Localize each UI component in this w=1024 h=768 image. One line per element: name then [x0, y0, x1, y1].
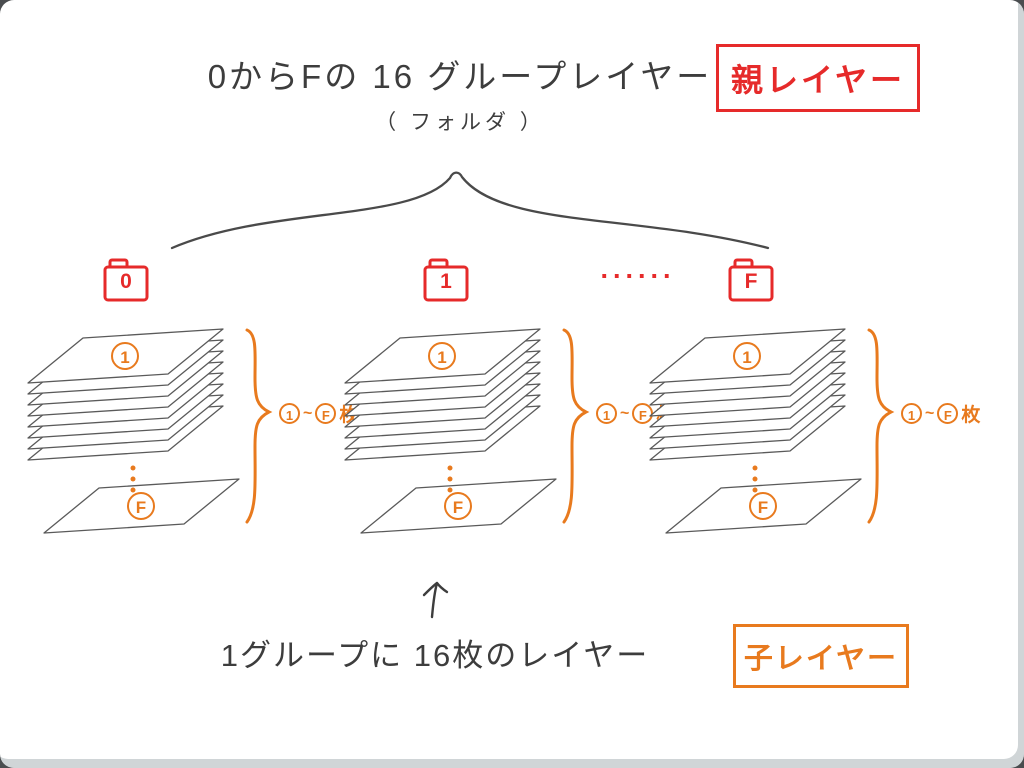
- range-from: 1: [901, 403, 922, 424]
- vertical-dots: [447, 465, 453, 493]
- vertical-dots: [130, 465, 136, 493]
- range-from: 1: [279, 403, 300, 424]
- folder-icon-1: 1: [423, 258, 471, 304]
- range-separator: ~: [925, 404, 935, 422]
- count-brace: [867, 328, 895, 524]
- parent-layer-label: 親レイヤー: [730, 62, 906, 98]
- range-suffix: 枚: [961, 405, 981, 426]
- range-separator: ~: [620, 404, 630, 422]
- folder-label: 1: [440, 270, 452, 293]
- bottom-layer-number: F: [444, 492, 472, 520]
- folder-label: 0: [120, 270, 132, 293]
- diagram-subtitle: （ フォルダ ）: [375, 111, 545, 134]
- folder-label: F: [744, 270, 758, 293]
- range-from: 1: [596, 403, 617, 424]
- parent-layer-box: 親レイヤー: [716, 44, 920, 112]
- range-separator: ~: [303, 404, 313, 422]
- up-arrow-icon: [422, 581, 449, 619]
- folder-body: [103, 265, 149, 302]
- top-layer-number: 1: [733, 342, 761, 370]
- range-to: F: [315, 403, 337, 424]
- folder-icon-f: F: [728, 258, 776, 304]
- layer-stack-graphic: [649, 328, 895, 534]
- layer-group-f: 1 F 1 ~ F 枚: [647, 322, 987, 557]
- folder-body: [423, 265, 469, 302]
- layer-stack-graphic: [344, 328, 590, 534]
- folder-body: [728, 265, 774, 302]
- folder-shape: [103, 258, 149, 302]
- folder-icon-0: 0: [103, 258, 151, 304]
- layer-group-1: 1 F 1 ~ F 枚: [342, 322, 682, 557]
- child-layer-box: 子レイヤー: [733, 624, 909, 688]
- child-layer-label: 子レイヤー: [743, 643, 899, 675]
- bottom-layer-number: F: [127, 492, 155, 520]
- count-brace: [562, 328, 590, 524]
- grouping-brace: [170, 171, 770, 250]
- layer-count-label: 1 ~ F 枚: [901, 400, 980, 427]
- layer-group-0: 1 F 1 ~ F 枚: [25, 322, 365, 557]
- ellipsis-dots: ......: [600, 254, 676, 284]
- bottom-caption: 1グループに 16枚のレイヤー: [220, 638, 650, 673]
- layer-stack-graphic: [27, 328, 273, 534]
- vertical-dots: [752, 465, 758, 493]
- grouping-brace-path: [170, 171, 770, 250]
- diagram-title: 0からFの 16 グループレイヤー: [207, 58, 713, 95]
- range-to: F: [937, 403, 959, 424]
- count-brace: [245, 328, 273, 524]
- bottom-layer-number: F: [749, 492, 777, 520]
- top-layer-number: 1: [428, 342, 456, 370]
- folder-shape: [423, 258, 469, 302]
- folder-shape: [728, 258, 774, 302]
- top-layer-number: 1: [111, 342, 139, 370]
